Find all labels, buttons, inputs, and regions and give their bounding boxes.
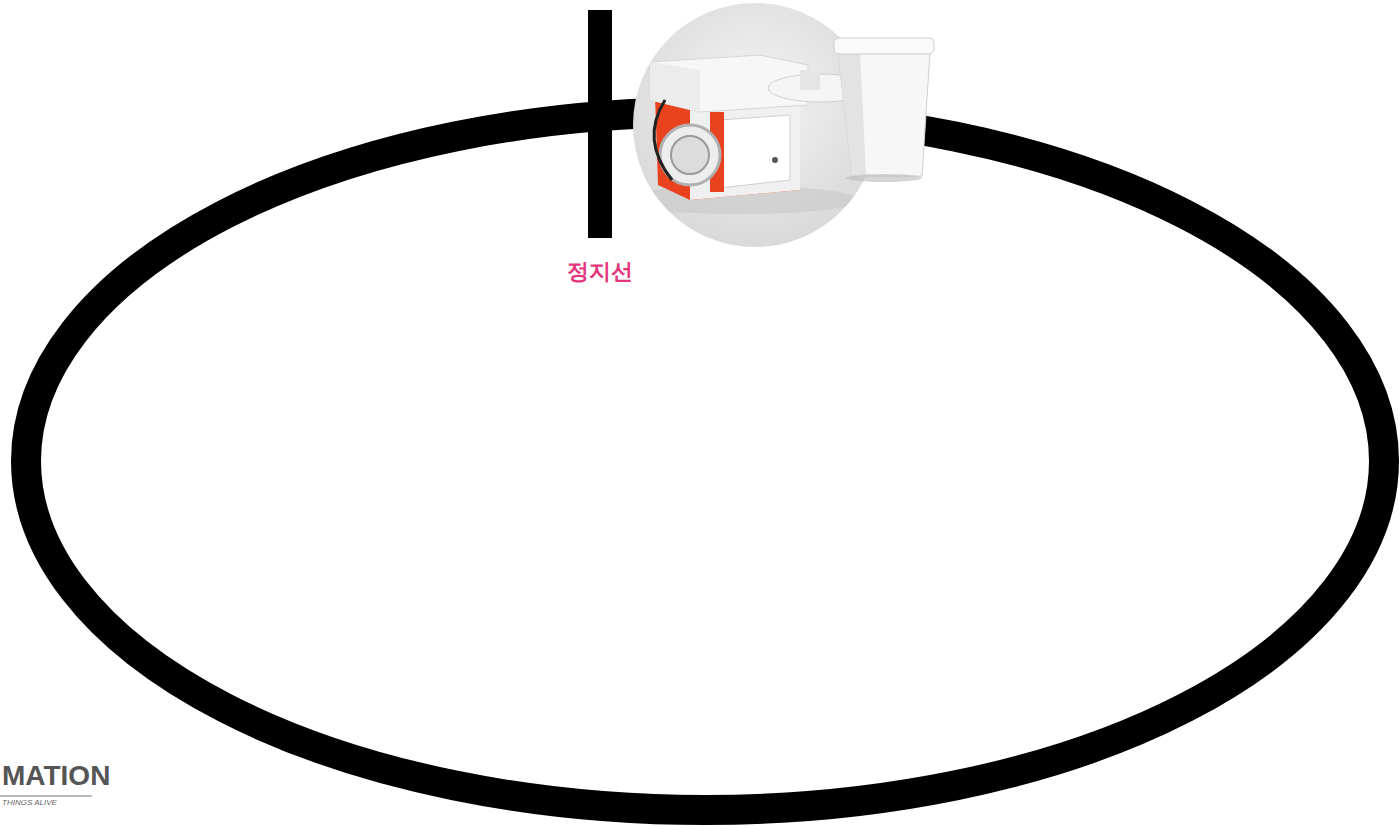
robot-photo bbox=[620, 3, 934, 247]
logo-rule bbox=[0, 796, 92, 797]
logo-tagline: THINGS ALIVE bbox=[2, 799, 57, 807]
stop-line-label: 정지선 bbox=[567, 261, 633, 283]
logo-text: MATION bbox=[2, 762, 110, 790]
stop-line bbox=[588, 10, 612, 238]
